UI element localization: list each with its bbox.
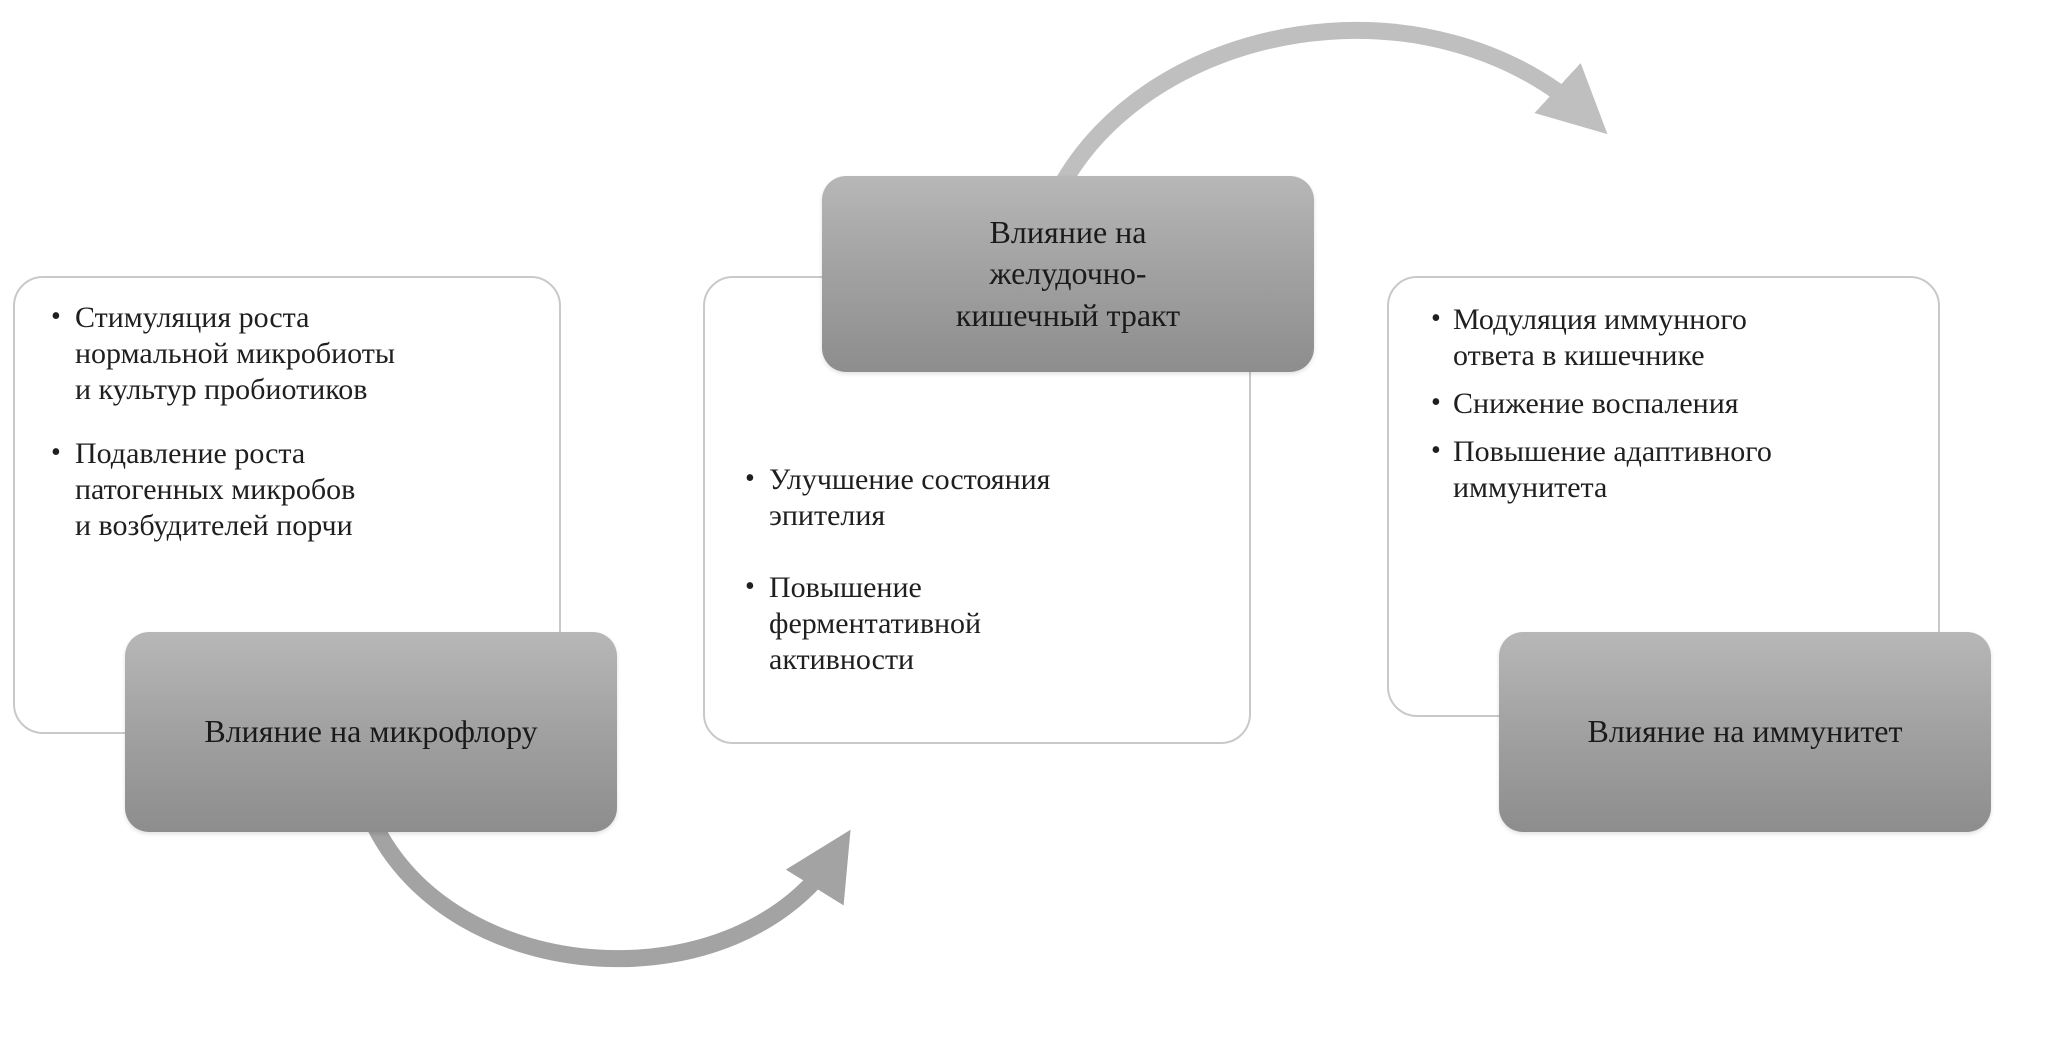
- label-box-microflora: Влияние на микрофлору: [125, 632, 617, 832]
- bullet-item: Подавление роста патогенных микробов и в…: [45, 436, 533, 544]
- bullet-list: Модуляция иммунного ответа в кишечнике С…: [1389, 278, 1938, 506]
- label-box-gastrointestinal: Влияние на желудочно- кишечный тракт: [822, 176, 1314, 372]
- label-text: Влияние на микрофлору: [204, 713, 538, 750]
- arrow-left-to-middle: [364, 816, 851, 968]
- bullet-item: Снижение воспаления: [1429, 386, 1918, 422]
- bullet-item: Стимуляция роста нормальной микробиоты и…: [45, 300, 533, 408]
- label-text: Влияние на желудочно- кишечный тракт: [955, 213, 1181, 333]
- bullet-item: Модуляция иммунного ответа в кишечнике: [1429, 302, 1918, 374]
- bullet-item: Улучшение состояния эпителия: [739, 462, 1223, 534]
- bullet-item: Повышение адаптивного иммунитета: [1429, 434, 1918, 506]
- bullet-item: Повышение ферментативной активности: [739, 570, 1223, 678]
- bullet-list: Улучшение состояния эпителия Повышение ф…: [705, 278, 1249, 678]
- bullet-list: Стимуляция роста нормальной микробиоты и…: [15, 278, 559, 544]
- label-text: Влияние на иммунитет: [1587, 713, 1903, 750]
- label-box-immunity: Влияние на иммунитет: [1499, 632, 1991, 832]
- arrow-middle-to-right: [1051, 21, 1608, 195]
